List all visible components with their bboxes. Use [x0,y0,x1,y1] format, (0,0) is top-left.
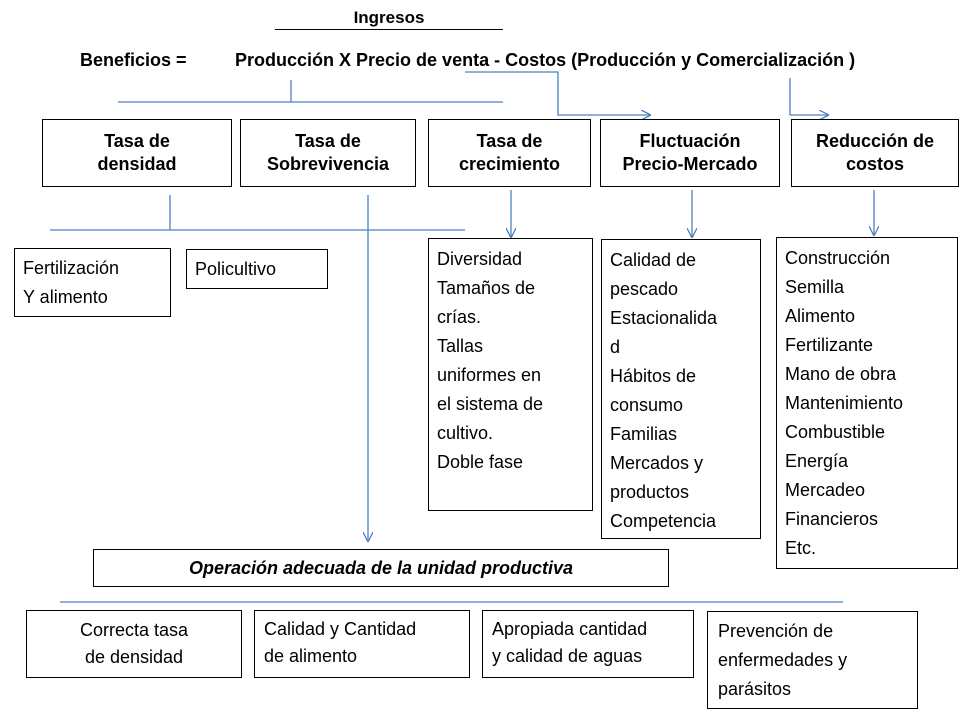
box-calidad-aguas: Apropiada cantidad y calidad de aguas [482,610,694,678]
list-item: Diversidad [437,249,523,269]
box-line: Precio-Mercado [622,154,758,174]
box-line: Tasa de [295,131,361,151]
list-item: Mano de obra [785,364,897,384]
list-item: Policultivo [195,259,277,279]
list-item: Mercadeo [785,480,866,500]
box-line: densidad [97,154,177,174]
box-reduccion-costos: Reducción de costos [791,119,959,187]
box-tasa-sobrevivencia: Tasa de Sobrevivencia [240,119,416,187]
list-item: Y alimento [23,287,108,307]
box-line: parásitos [718,679,792,699]
box-costos-items: Construcción Semilla Alimento Fertilizan… [776,237,958,569]
box-tasa-crecimiento: Tasa de crecimiento [428,119,591,187]
list-item: Alimento [785,306,856,326]
list-item: Financieros [785,509,879,529]
box-line: costos [845,154,905,174]
box-calidad-alimento: Calidad y Cantidad de alimento [254,610,470,678]
ingresos-label: Ingresos [275,8,503,30]
list-item: Mercados y [610,453,704,473]
list-item: uniformes en [437,365,542,385]
list-item: Energía [785,451,849,471]
box-policultivo: Policultivo [186,249,328,289]
list-item: pescado [610,279,679,299]
box-line: Fluctuación [639,131,741,151]
list-item: d [610,337,621,357]
box-line: enfermedades y [718,650,848,670]
list-item: Tallas [437,336,484,356]
list-item: Etc. [785,538,817,558]
list-item: Tamaños de [437,278,536,298]
box-line: de alimento [264,646,358,666]
list-item: Mantenimiento [785,393,904,413]
box-prevencion: Prevención de enfermedades y parásitos [707,611,918,709]
box-line: y calidad de aguas [492,646,643,666]
list-item: Fertilizante [785,335,874,355]
box-crecimiento-items: Diversidad Tamaños de crías. Tallas unif… [428,238,593,511]
arrow-precio-to-fluctuacion [465,71,650,115]
list-item: el sistema de [437,394,544,414]
box-line: crecimiento [458,154,561,174]
formula-left: Beneficios = [80,50,187,70]
box-mercado-items: Calidad de pescado Estacionalida d Hábit… [601,239,761,539]
box-line: Sobrevivencia [266,154,390,174]
box-line: Reducción de [815,131,935,151]
box-operacion: Operación adecuada de la unidad producti… [93,549,669,587]
box-line: Correcta tasa [79,620,189,640]
list-item: Estacionalida [610,308,718,328]
box-correcta-densidad: Correcta tasa de densidad [26,610,242,678]
benefit-formula: Beneficios = Producción X Precio de venta… [80,50,855,71]
operation-label: Operación adecuada de la unidad producti… [188,557,574,578]
box-line: Calidad y Cantidad [264,619,417,639]
list-item: crías. [437,307,482,327]
list-item: Calidad de [610,250,697,270]
list-item: Familias [610,424,678,444]
box-line: Tasa de [476,131,543,151]
box-line: Apropiada cantidad [492,619,648,639]
list-item: consumo [610,395,684,415]
list-item: Fertilización [23,258,120,278]
list-item: Construcción [785,248,891,268]
list-item: Combustible [785,422,886,442]
list-item: Competencia [610,511,717,531]
list-item: Hábitos de [610,366,697,386]
box-line: Tasa de [104,131,170,151]
list-item: productos [610,482,690,502]
list-item: cultivo. [437,423,494,443]
list-item: Semilla [785,277,845,297]
arrow-costos-to-reduccion [789,78,828,115]
box-line: Prevención de [718,621,834,641]
formula-right: Producción X Precio de venta - Costos (P… [235,50,856,70]
box-line: de densidad [84,647,184,667]
box-tasa-densidad: Tasa de densidad [42,119,232,187]
box-fertilizacion: Fertilización Y alimento [14,248,171,317]
list-item: Doble fase [437,452,524,472]
